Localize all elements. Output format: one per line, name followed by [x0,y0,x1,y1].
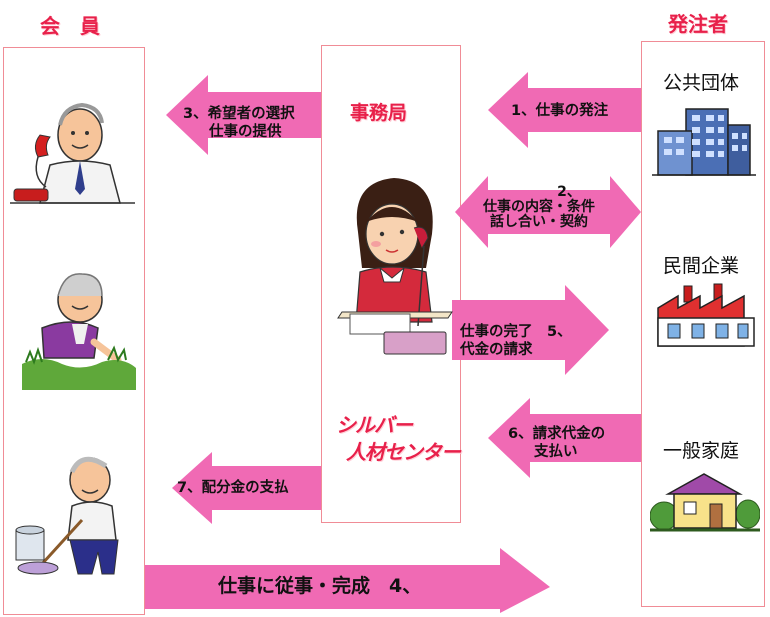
client-private-company-label: 民間企業 [663,255,740,277]
arrow-7-distribution [172,452,321,524]
step-2-label: 2、 仕事の内容・条件 話し合い・契約 [483,184,595,230]
center-name: シルバー 人材センター [336,413,461,464]
step-6-label: 6、請求代金の 支払い [508,426,606,460]
step-1-label: 1、仕事の発注 [511,103,609,119]
members-header: 会 員 [40,14,100,38]
arrow-5-invoice [452,285,609,375]
arrow-6-payment [488,398,641,478]
clients-header: 発注者 [668,12,728,36]
arrow-1-order [488,72,641,148]
step-4-label: 仕事に従事・完成 4、 [218,575,422,597]
arrow-3-selection [166,75,321,155]
office-building-illustration [652,108,756,176]
arrow-4-work [145,548,550,613]
house-illustration [650,473,760,532]
client-household-label: 一般家庭 [663,440,740,462]
elderly-man-phone-illustration [10,102,135,204]
girl-on-phone-illustration [337,178,453,355]
step-3-label: 3、希望者の選択 仕事の提供 [183,106,295,140]
factory-illustration [657,283,755,347]
step-7-label: 7、配分金の支払 [177,480,289,496]
arrow-2-contract [455,176,641,248]
elderly-man-mopping-illustration [15,456,119,575]
elderly-woman-gardening-illustration [22,273,136,390]
step-5-label: 仕事の完了 5、 代金の請求 [460,324,572,358]
office-header: 事務局 [350,102,408,124]
client-public-body-label: 公共団体 [663,72,740,94]
